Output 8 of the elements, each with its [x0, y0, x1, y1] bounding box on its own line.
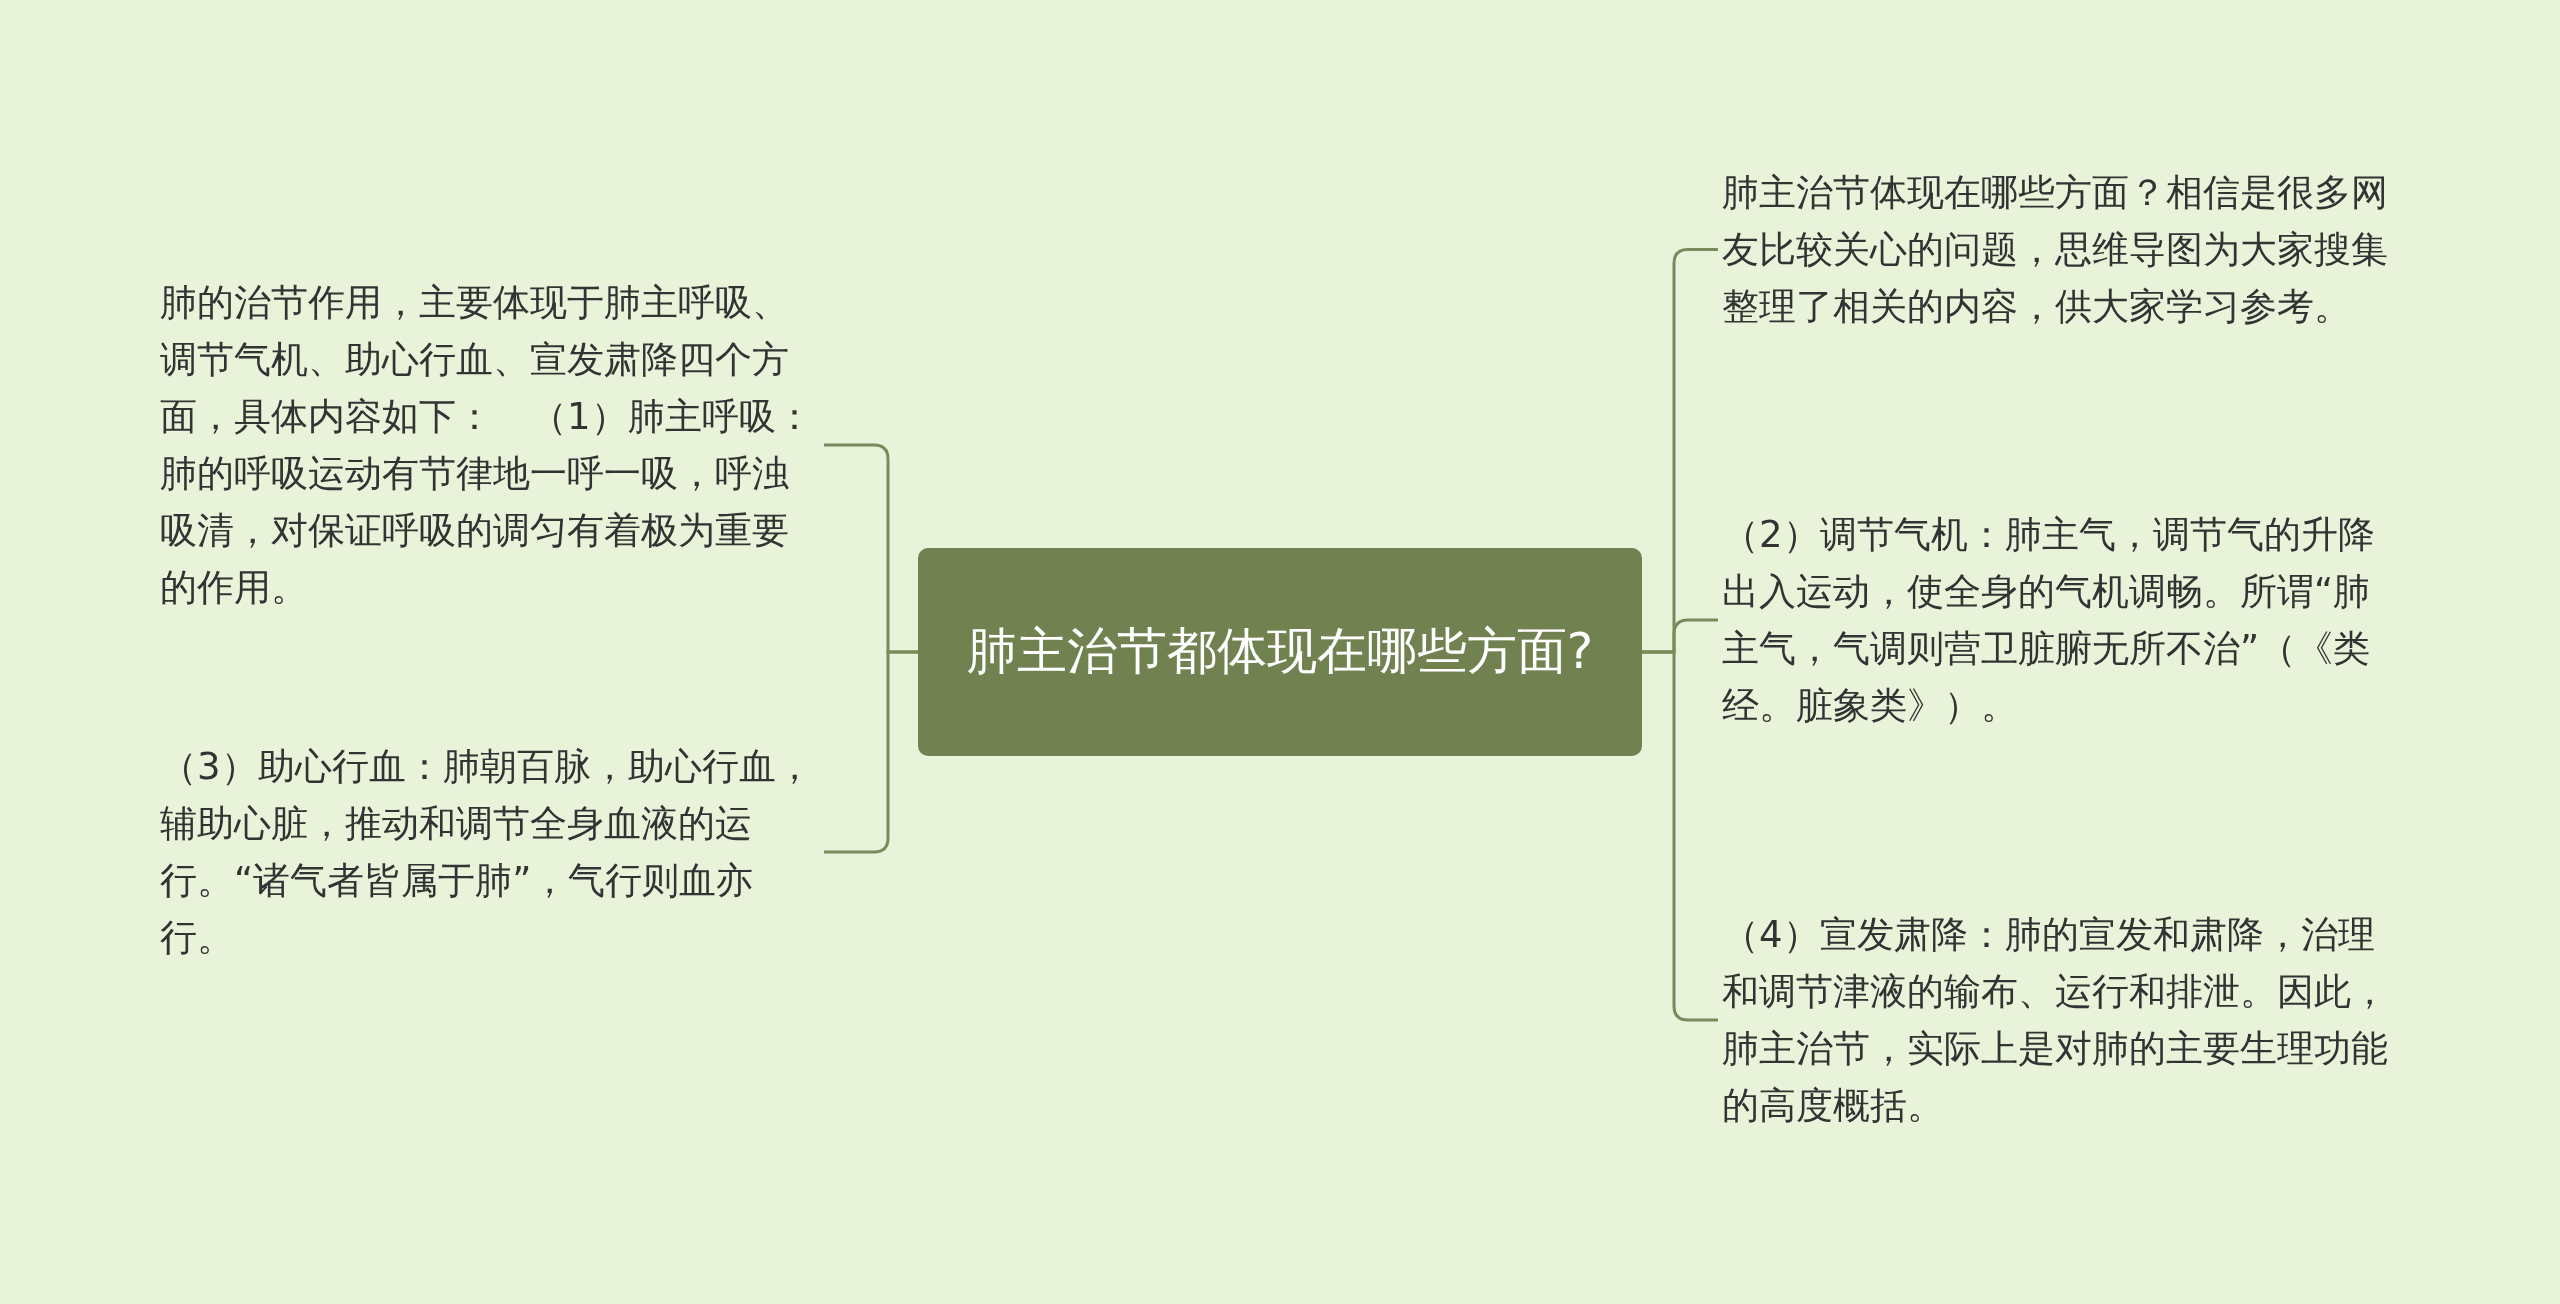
branch-text: （3）助心行血：肺朝百脉，助心行血，辅助心脏，推动和调节全身血液的运行。“诸气者皆属于肺”，气行则血亦行。 [160, 738, 820, 966]
connector-line [1642, 650, 1718, 1022]
branch-text: （4）宣发肃降：肺的宣发和肃降，治理和调节津液的输布、运行和排泄。因此，肺主治节，实际上是对肺的主要生理功能的高度概括。 [1722, 906, 2392, 1134]
branch-text: 肺的治节作用，主要体现于肺主呼吸、调节气机、助心行血、宣发肃降四个方面，具体内容如下： （1）肺主呼吸：肺的呼吸运动有节律地一呼一吸，呼浊吸清，对保证呼吸的调匀有着极为重要的作用。 [160, 274, 820, 616]
connector-line [824, 650, 918, 854]
branch-text: （2）调节气机：肺主气，调节气的升降出入运动，使全身的气机调畅。所谓“肺主气，气调则营卫脏腑无所不治”（《类经。脏象类》）。 [1722, 506, 2392, 734]
branch-text: 肺主治节体现在哪些方面？相信是很多网友比较关心的问题，思维导图为大家搜集整理了相关的内容，供大家学习参考。 [1722, 164, 2392, 335]
topic-box: 肺主治节都体现在哪些方面? [918, 548, 1642, 756]
